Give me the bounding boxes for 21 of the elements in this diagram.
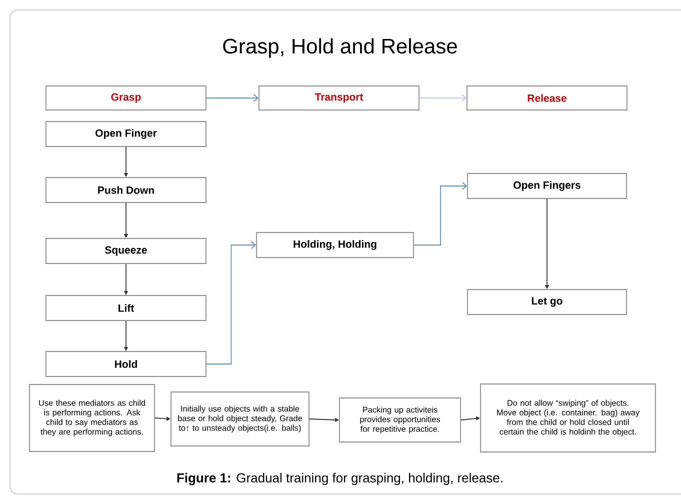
note-box: Do not allow “swiping” of objects. Move object (i.e. container. bag) away from the child or hold closed until certain the child is holdinh the object.: [480, 384, 656, 452]
phase-box: Transport: [258, 86, 420, 110]
arrow: [414, 182, 468, 246]
note-box: Packing up activiteis provides opportunities for repetitive practice.: [339, 398, 461, 442]
arrow: [206, 241, 256, 364]
step-box: Squeeze: [46, 238, 206, 264]
note-box: Use these mediators as child is performing actions. Ask child to say mediators as they are performing actions.: [29, 384, 155, 452]
step-box: Lift: [46, 295, 206, 321]
step-box: Push Down: [46, 177, 206, 203]
note-box: Initially use objects with a stable base or hold object steady, Grade to↑ to unsteady objects(i.e. balls): [170, 392, 310, 446]
arrow: [419, 94, 467, 102]
step-box: Holding, Holding: [256, 232, 414, 258]
phase-box: Grasp: [46, 86, 206, 110]
caption: Figure 1: Gradual training for grasping, holding, release.: [177, 472, 502, 486]
step-box: Open Fingers: [467, 173, 627, 199]
title: Grasp, Hold and Release: [223, 38, 457, 58]
step-box: Open Finger: [46, 121, 206, 147]
step-box: Hold: [46, 351, 206, 377]
arrow: [206, 94, 259, 102]
phase-box: Release: [466, 86, 628, 110]
step-box: Let go: [467, 289, 627, 315]
